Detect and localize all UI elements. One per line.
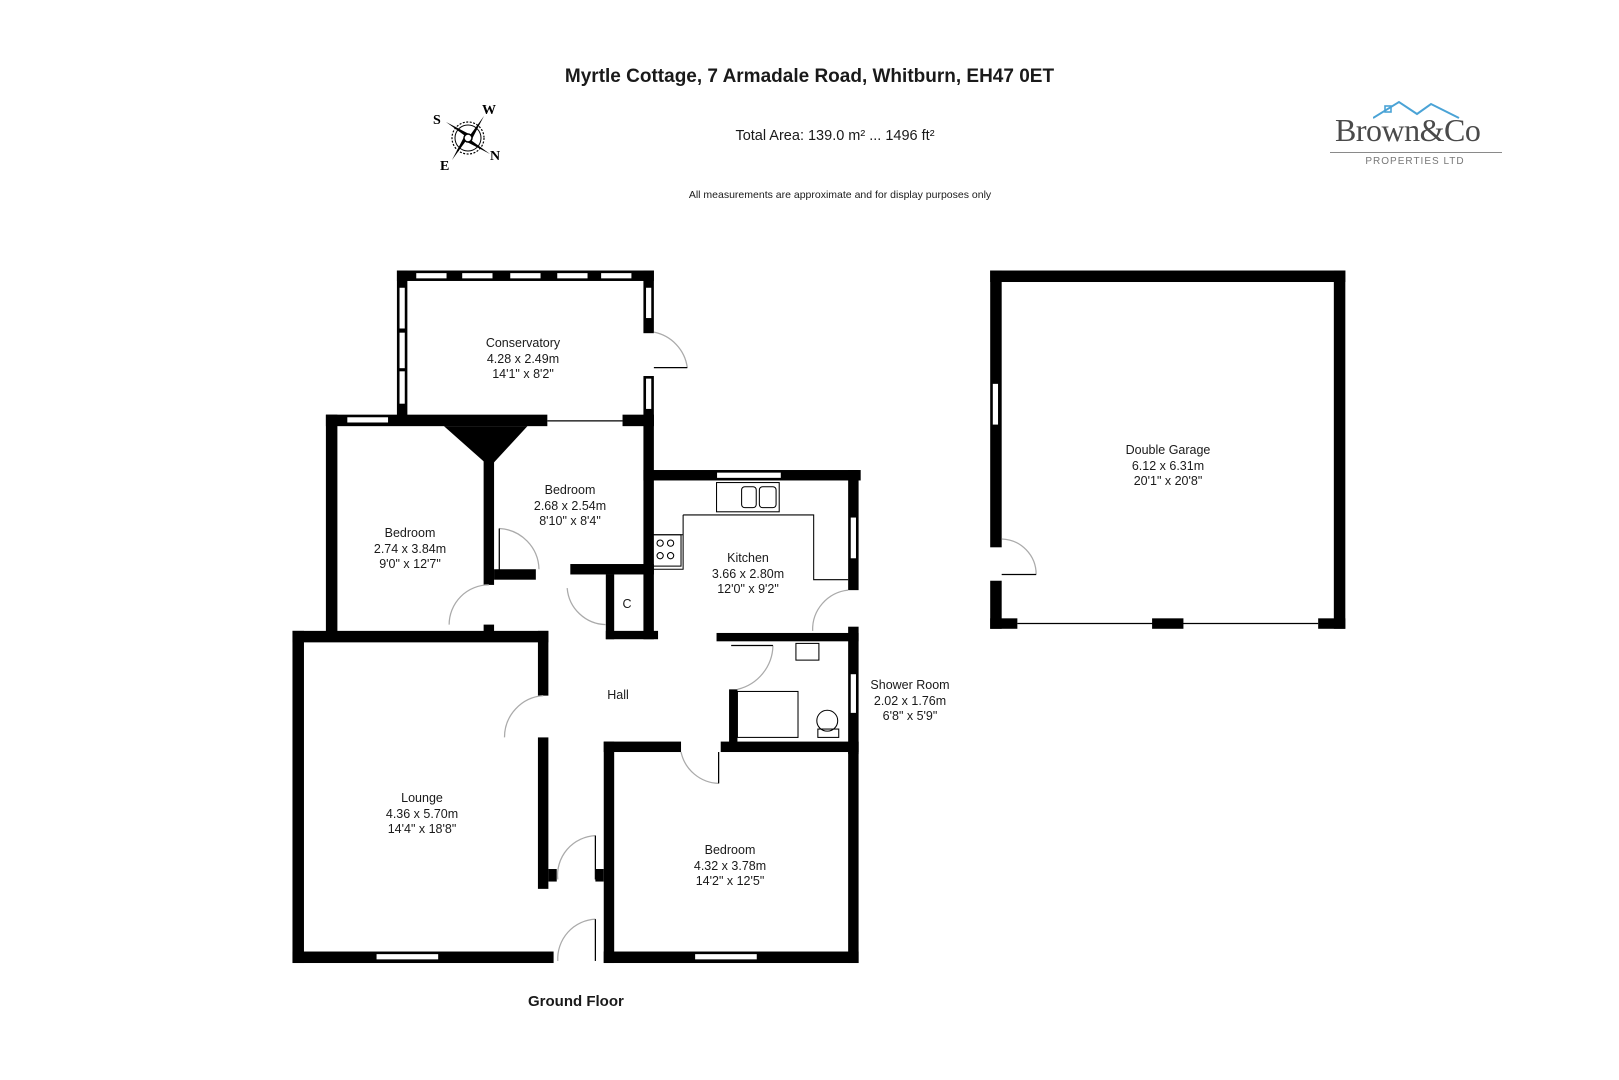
room-bedroom-north: Bedroom 2.68 x 2.54m 8'10" x 8'4" [534,483,606,530]
room-metric: 4.28 x 2.49m [486,351,560,366]
room-imperial: 14'2" x 12'5" [695,874,765,888]
room-name: Hall [607,688,629,702]
room-bedroom-west: Bedroom 2.74 x 3.84m 9'0" x 12'7" [374,526,446,573]
room-metric: 6.12 x 6.31m [1131,458,1205,473]
svg-text:W: W [482,103,496,118]
room-conservatory: Conservatory 4.28 x 2.49m 14'1" x 8'2" [486,336,560,383]
room-name: Bedroom [704,843,756,857]
room-metric: 2.74 x 3.84m [373,541,447,556]
room-name: Lounge [401,791,443,805]
room-name: Bedroom [544,483,596,497]
room-imperial: 14'4" x 18'8" [387,822,457,836]
svg-text:E: E [440,159,449,174]
room-metric: 2.68 x 2.54m [533,498,607,513]
room-name: Kitchen [727,551,769,565]
room-kitchen: Kitchen 3.66 x 2.80m 12'0" x 9'2" [712,551,784,598]
room-imperial: 8'10" x 8'4" [539,514,601,528]
plan-title: Myrtle Cottage, 7 Armadale Road, Whitbur… [564,66,1055,87]
room-hall: Hall [607,688,629,704]
room-imperial: 9'0" x 12'7" [379,557,441,571]
room-metric: 4.32 x 3.78m [693,858,767,873]
logo-divider [1330,152,1502,153]
room-name: Double Garage [1125,443,1211,457]
room-metric: 3.66 x 2.80m [711,566,785,581]
total-area: Total Area: 139.0 m² ... 1496 ft² [735,128,935,144]
room-double-garage: Double Garage 6.12 x 6.31m 20'1" x 20'8" [1126,443,1211,490]
room-shower-room: Shower Room 2.02 x 1.76m 6'8" x 5'9" [870,678,949,725]
room-name: Bedroom [384,526,436,540]
roof-icon [1373,100,1460,119]
room-metric: 4.36 x 5.70m [385,806,459,821]
room-lounge: Lounge 4.36 x 5.70m 14'4" x 18'8" [386,791,458,838]
logo-brand: Brown&Co [1335,112,1481,148]
compass-rose-icon: S W E N [430,100,510,180]
room-imperial: 6'8" x 5'9" [882,709,938,723]
svg-text:S: S [433,113,441,128]
room-bedroom-south: Bedroom 4.32 x 3.78m 14'2" x 12'5" [694,843,766,890]
disclaimer: All measurements are approximate and for… [688,189,992,201]
floor-label: Ground Floor [528,993,624,1010]
room-cupboard: C [622,597,631,613]
room-imperial: 12'0" x 9'2" [717,582,779,596]
room-name: Shower Room [870,678,950,692]
room-imperial: 20'1" x 20'8" [1133,474,1203,488]
room-name: C [622,597,632,611]
logo-subtitle: PROPERTIES LTD [1365,156,1465,167]
room-imperial: 14'1" x 8'2" [492,367,554,381]
brown-co-logo: Brown&Co PROPERTIES LTD [1325,100,1505,175]
room-name: Conservatory [485,336,561,350]
room-metric: 2.02 x 1.76m [873,693,947,708]
svg-text:N: N [490,149,500,164]
